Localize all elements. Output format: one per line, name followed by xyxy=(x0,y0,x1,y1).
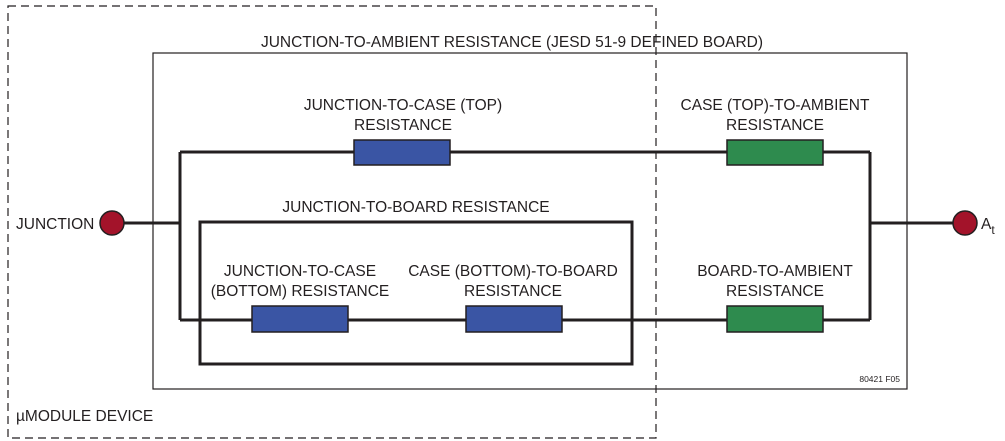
case-top-to-ambient-label-line2: RESISTANCE xyxy=(726,117,824,134)
resistor-junction-to-case-top xyxy=(353,139,451,166)
junction-to-case-top-label-line1: JUNCTION-TO-CASE (TOP) xyxy=(304,97,502,114)
junction-to-ambient-label: JUNCTION-TO-AMBIENT RESISTANCE (JESD 51-… xyxy=(261,34,763,51)
ambient-label: At xyxy=(981,216,995,237)
ambient-label-subscript: t xyxy=(991,223,995,237)
junction-to-ambient-box xyxy=(152,52,908,390)
resistor-junction-to-case-bottom xyxy=(251,305,349,333)
junction-to-case-bottom-label-line2: (BOTTOM) RESISTANCE xyxy=(211,283,390,300)
junction-label: JUNCTION xyxy=(16,216,94,233)
umodule-device-boundary xyxy=(7,5,657,439)
umodule-device-label: µMODULE DEVICE xyxy=(16,408,153,425)
resistor-case-top-to-ambient xyxy=(726,139,824,166)
junction-to-case-bottom-label-line1: JUNCTION-TO-CASE xyxy=(224,263,376,280)
figure-id-label: 80421 F05 xyxy=(859,374,900,384)
resistor-case-bottom-to-board xyxy=(465,305,563,333)
board-to-ambient-label-line2: RESISTANCE xyxy=(726,283,824,300)
junction-node xyxy=(99,210,125,236)
board-to-ambient-label-line1: BOARD-TO-AMBIENT xyxy=(697,263,853,280)
junction-to-board-box xyxy=(198,220,634,366)
case-bottom-to-board-label-line2: RESISTANCE xyxy=(464,283,562,300)
junction-to-board-label: JUNCTION-TO-BOARD RESISTANCE xyxy=(282,199,549,216)
case-top-to-ambient-label-line1: CASE (TOP)-TO-AMBIENT xyxy=(681,97,870,114)
resistor-board-to-ambient xyxy=(726,305,824,333)
case-bottom-to-board-label-line1: CASE (BOTTOM)-TO-BOARD xyxy=(408,263,618,280)
junction-to-case-top-label-line2: RESISTANCE xyxy=(354,117,452,134)
ambient-node xyxy=(952,210,978,236)
ambient-label-main: A xyxy=(981,216,992,233)
